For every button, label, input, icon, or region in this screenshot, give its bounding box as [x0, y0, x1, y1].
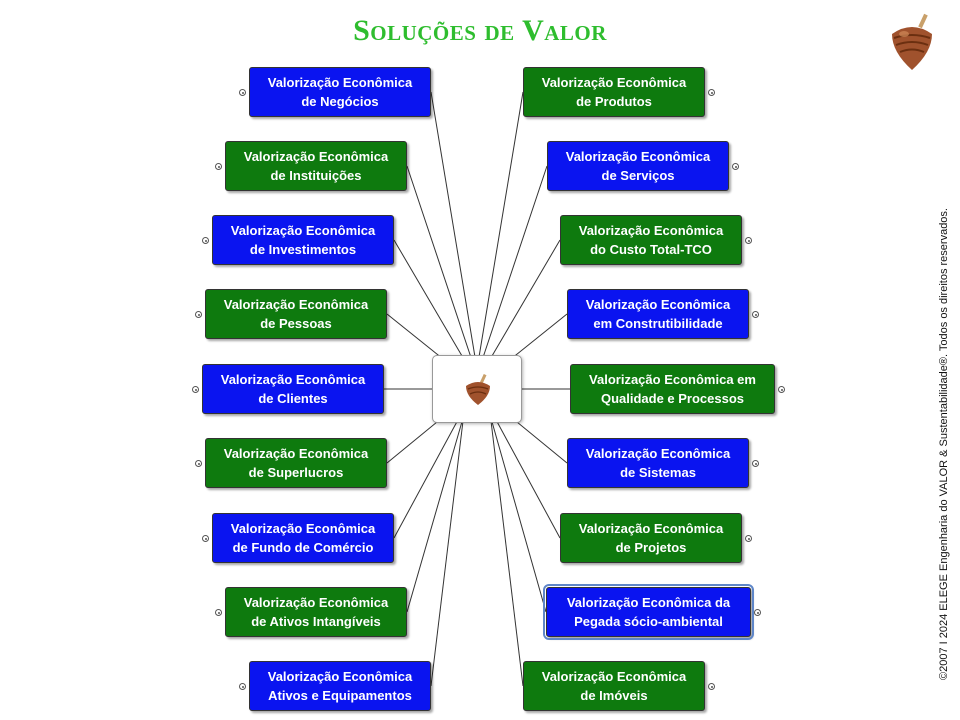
node-label-line1: Valorização Econômica — [243, 595, 389, 610]
expand-collapse-icon[interactable] — [754, 609, 761, 616]
expand-collapse-icon[interactable] — [192, 386, 199, 393]
node-right-6[interactable]: Valorização Econômica de Sistemas — [567, 438, 749, 488]
central-node[interactable] — [432, 355, 522, 423]
node-label-line1: Valorização Econômica em — [589, 372, 756, 387]
node-label-line1: Valorização Econômica — [585, 446, 731, 461]
node-left-6[interactable]: Valorização Econômica de Superlucros — [205, 438, 387, 488]
node-left-7[interactable]: Valorização Econômica de Fundo de Comérci… — [212, 513, 394, 563]
expand-collapse-icon[interactable] — [778, 386, 785, 393]
node-right-4[interactable]: Valorização Econômica em Construtibilidad… — [567, 289, 749, 339]
node-label-line1: Valorização Econômica — [267, 75, 413, 90]
node-label-line1: Valorização Econômica da — [566, 595, 731, 610]
connector-line — [393, 404, 467, 539]
node-label-line2: de Produtos — [576, 94, 652, 109]
connector-line — [480, 165, 548, 366]
node-label-line1: Valorização Econômica — [220, 372, 366, 387]
node-label-line1: Valorização Econômica — [541, 669, 687, 684]
expand-collapse-icon[interactable] — [195, 311, 202, 318]
node-label-line1: Valorização Econômica — [223, 446, 369, 461]
node-right-2[interactable]: Valorização Econômica de Serviços — [547, 141, 729, 191]
node-label-line2: de Imóveis — [580, 688, 648, 703]
node-right-3[interactable]: Valorização Econômica do Custo Total-TCO — [560, 215, 742, 265]
logo-spinning-top-icon — [892, 13, 932, 70]
connector-line — [478, 91, 524, 358]
node-label-line1: Valorização Econômica — [585, 297, 731, 312]
node-left-1[interactable]: Valorização Econômica de Negócios — [249, 67, 431, 117]
expand-collapse-icon[interactable] — [239, 683, 246, 690]
node-label-line2: de Projetos — [615, 540, 687, 555]
node-label-line1: Valorização Econômica — [541, 75, 687, 90]
expand-collapse-icon[interactable] — [752, 311, 759, 318]
node-label-line2: de Sistemas — [620, 465, 696, 480]
node-label-line2: de Ativos Intangíveis — [251, 614, 381, 629]
page-title: Soluções de Valor — [353, 14, 607, 47]
node-label-line1: Valorização Econômica — [223, 297, 369, 312]
node-label-line2: de Pessoas — [260, 316, 332, 331]
node-left-5[interactable]: Valorização Econômica de Clientes — [202, 364, 384, 414]
spinning-top-icon — [466, 374, 490, 405]
connector-line — [490, 420, 524, 687]
node-label-line2: Pegada sócio-ambiental — [574, 614, 723, 629]
node-right-9[interactable]: Valorização Econômica de Imóveis — [523, 661, 705, 711]
node-label-line1: Valorização Econômica — [578, 521, 724, 536]
expand-collapse-icon[interactable] — [195, 460, 202, 467]
expand-collapse-icon[interactable] — [215, 163, 222, 170]
connector-line — [430, 420, 464, 687]
expand-collapse-icon[interactable] — [239, 89, 246, 96]
node-label-line2: de Instituições — [270, 168, 362, 183]
node-right-5[interactable]: Valorização Econômica em Qualidade e Proc… — [570, 364, 775, 414]
node-label-line1: Valorização Econômica — [267, 669, 413, 684]
node-right-8[interactable]: Valorização Econômica da Pegada sócio-amb… — [543, 584, 754, 640]
node-left-2[interactable]: Valorização Econômica de Instituições — [225, 141, 407, 191]
node-label-line1: Valorização Econômica — [565, 149, 711, 164]
node-label-line1: Valorização Econômica — [243, 149, 389, 164]
node-label-line2: de Clientes — [258, 391, 328, 406]
node-label-line2: Ativos e Equipamentos — [268, 688, 412, 703]
expand-collapse-icon[interactable] — [708, 683, 715, 690]
node-left-8[interactable]: Valorização Econômica de Ativos Intangíve… — [225, 587, 407, 637]
connector-line — [487, 404, 561, 539]
expand-collapse-icon[interactable] — [708, 89, 715, 96]
node-left-4[interactable]: Valorização Econômica de Pessoas — [205, 289, 387, 339]
node-right-7[interactable]: Valorização Econômica de Projetos — [560, 513, 742, 563]
node-label-line2: Qualidade e Processos — [600, 391, 745, 406]
expand-collapse-icon[interactable] — [745, 237, 752, 244]
expand-collapse-icon[interactable] — [752, 460, 759, 467]
node-label-line2: do Custo Total-TCO — [590, 242, 712, 257]
expand-collapse-icon[interactable] — [202, 237, 209, 244]
node-label-line1: Valorização Econômica — [230, 223, 376, 238]
connector-line — [489, 412, 547, 613]
node-label-line2: de Investimentos — [249, 242, 357, 257]
expand-collapse-icon[interactable] — [732, 163, 739, 170]
node-label-line1: Valorização Econômica — [578, 223, 724, 238]
connector-line — [406, 412, 465, 613]
expand-collapse-icon[interactable] — [202, 535, 209, 542]
connector-line — [393, 239, 473, 374]
connector-line — [430, 91, 476, 358]
node-label-line2: de Serviços — [601, 168, 675, 183]
node-label-line2: de Negócios — [301, 94, 379, 109]
connector-line — [406, 165, 474, 366]
node-label-line1: Valorização Econômica — [230, 521, 376, 536]
node-label-line2: de Fundo de Comércio — [232, 540, 374, 555]
node-label-line2: de Superlucros — [248, 465, 344, 480]
node-label-line2: em Construtibilidade — [593, 316, 723, 331]
node-left-3[interactable]: Valorização Econômica de Investimentos — [212, 215, 394, 265]
expand-collapse-icon[interactable] — [215, 609, 222, 616]
connector-line — [481, 239, 561, 374]
expand-collapse-icon[interactable] — [745, 535, 752, 542]
node-right-1[interactable]: Valorização Econômica de Produtos — [523, 67, 705, 117]
